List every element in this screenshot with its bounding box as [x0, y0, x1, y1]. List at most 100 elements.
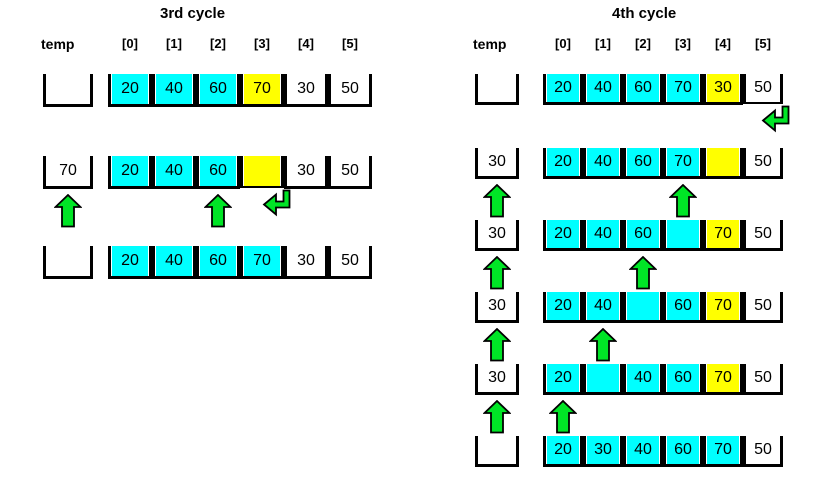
up-arrow-cell-1-row-3 — [589, 328, 617, 362]
array-cell-value-1-3: 70 — [674, 153, 692, 170]
array-index-label-4: [4] — [715, 36, 731, 51]
array-cell-fill-4-2 — [627, 364, 659, 392]
array-cell-2-4: 70 — [703, 220, 743, 251]
array-cell-fill-4-1 — [587, 364, 619, 392]
array-cell-fill-1-0 — [547, 148, 579, 176]
array-cell-fill-3-3 — [667, 292, 699, 320]
array-cell-5-4: 70 — [703, 436, 743, 467]
array-cell-fill-3-1 — [587, 292, 619, 320]
temp-box-row-2 — [43, 246, 93, 279]
array-cell-fill-3-0 — [547, 292, 579, 320]
array-cell-fill-1-0 — [112, 156, 148, 186]
array-cell-value-5-0: 20 — [554, 441, 572, 458]
array-cell-fill-1-2 — [200, 156, 236, 186]
array-index-label-1: [1] — [595, 36, 611, 51]
array-index-label-1: [1] — [166, 36, 182, 51]
array-cell-value-2-5: 50 — [754, 225, 772, 242]
up-arrow-temp-row-3 — [483, 328, 511, 362]
array-cell-value-2-1: 40 — [594, 225, 612, 242]
temp-column-label: temp — [473, 36, 507, 52]
array-index-label-5: [5] — [342, 36, 358, 51]
array-index-label-2: [2] — [210, 36, 226, 51]
array-cell-3-2 — [623, 292, 663, 323]
array-cell-0-4: 30 — [703, 74, 743, 105]
array-cell-0-5: 50 — [743, 74, 783, 104]
array-cell-fill-3-4 — [707, 292, 739, 320]
temp-value-row-2: 30 — [488, 225, 506, 242]
array-cell-1-3: 70 — [663, 148, 703, 179]
array-cell-value-2-5: 50 — [341, 252, 359, 269]
array-cell-1-4 — [703, 148, 743, 179]
array-cell-fill-2-1 — [587, 220, 619, 248]
array-cell-4-2: 40 — [623, 364, 663, 395]
array-cell-0-2: 60 — [196, 74, 240, 107]
array-cell-value-2-0: 20 — [121, 252, 139, 269]
temp-box-row-1: 30 — [475, 148, 519, 179]
temp-column-label: temp — [41, 36, 75, 52]
array-cell-value-1-2: 60 — [634, 153, 652, 170]
up-arrow-temp-row-4 — [483, 400, 511, 434]
array-cell-value-0-3: 70 — [674, 79, 692, 96]
array-cell-fill-2-0 — [112, 246, 148, 276]
array-cell-fill-5-0 — [547, 436, 579, 464]
array-cell-value-5-1: 30 — [594, 441, 612, 458]
array-cell-2-5: 50 — [743, 220, 783, 251]
array-cell-value-2-2: 60 — [209, 252, 227, 269]
array-cell-fill-0-3 — [667, 74, 699, 102]
array-cell-fill-2-2 — [200, 246, 236, 276]
array-cell-2-0: 20 — [108, 246, 152, 279]
temp-box-row-5 — [475, 436, 519, 467]
array-cell-fill-2-3 — [244, 246, 280, 276]
hook-arrow-row-0 — [761, 105, 791, 137]
array-cell-5-3: 60 — [663, 436, 703, 467]
array-cell-2-1: 40 — [583, 220, 623, 251]
array-cell-fill-0-5 — [332, 74, 368, 104]
array-cell-value-5-4: 70 — [714, 441, 732, 458]
array-cell-3-5: 50 — [743, 292, 783, 323]
array-cell-fill-5-2 — [627, 436, 659, 464]
array-cell-0-1: 40 — [583, 74, 623, 105]
array-cell-fill-4-5 — [747, 364, 779, 392]
array-cell-fill-5-4 — [707, 436, 739, 464]
array-cell-1-0: 20 — [108, 156, 152, 189]
array-cell-value-0-0: 20 — [554, 79, 572, 96]
array-cell-value-2-2: 60 — [634, 225, 652, 242]
array-cell-0-1: 40 — [152, 74, 196, 107]
array-cell-fill-2-5 — [332, 246, 368, 276]
array-cell-fill-2-4 — [288, 246, 324, 276]
array-cell-value-4-0: 20 — [554, 369, 572, 386]
array-cell-fill-1-1 — [587, 148, 619, 176]
temp-box-row-1: 70 — [43, 156, 93, 189]
up-arrow-cell-3-row-1 — [669, 184, 697, 218]
array-cell-fill-3-2 — [627, 292, 659, 320]
array-cell-1-2: 60 — [623, 148, 663, 179]
array-cell-1-1: 40 — [583, 148, 623, 179]
array-cell-5-0: 20 — [543, 436, 583, 467]
array-cell-fill-0-0 — [547, 74, 579, 102]
array-cell-value-0-5: 50 — [754, 79, 772, 96]
array-cell-fill-1-4 — [288, 156, 324, 186]
array-cell-value-1-0: 20 — [121, 162, 139, 179]
array-cell-value-1-4: 30 — [297, 162, 315, 179]
array-cell-fill-0-3 — [244, 74, 280, 104]
array-cell-1-4: 30 — [284, 156, 328, 189]
array-cell-fill-0-0 — [112, 74, 148, 104]
temp-value-row-1: 70 — [59, 162, 77, 179]
array-cell-value-0-2: 60 — [634, 79, 652, 96]
array-cell-value-3-5: 50 — [754, 297, 772, 314]
array-cell-1-5: 50 — [743, 148, 783, 179]
array-cell-fill-1-3 — [244, 156, 280, 186]
array-cell-3-4: 70 — [703, 292, 743, 323]
array-cell-fill-0-2 — [627, 74, 659, 102]
hook-arrow-row-1 — [262, 189, 292, 221]
array-cell-value-4-5: 50 — [754, 369, 772, 386]
array-index-label-2: [2] — [635, 36, 651, 51]
array-cell-1-1: 40 — [152, 156, 196, 189]
array-cell-value-0-1: 40 — [165, 80, 183, 97]
array-cell-1-5: 50 — [328, 156, 372, 189]
array-cell-value-2-0: 20 — [554, 225, 572, 242]
array-cell-fill-0-2 — [200, 74, 236, 104]
array-cell-2-1: 40 — [152, 246, 196, 279]
